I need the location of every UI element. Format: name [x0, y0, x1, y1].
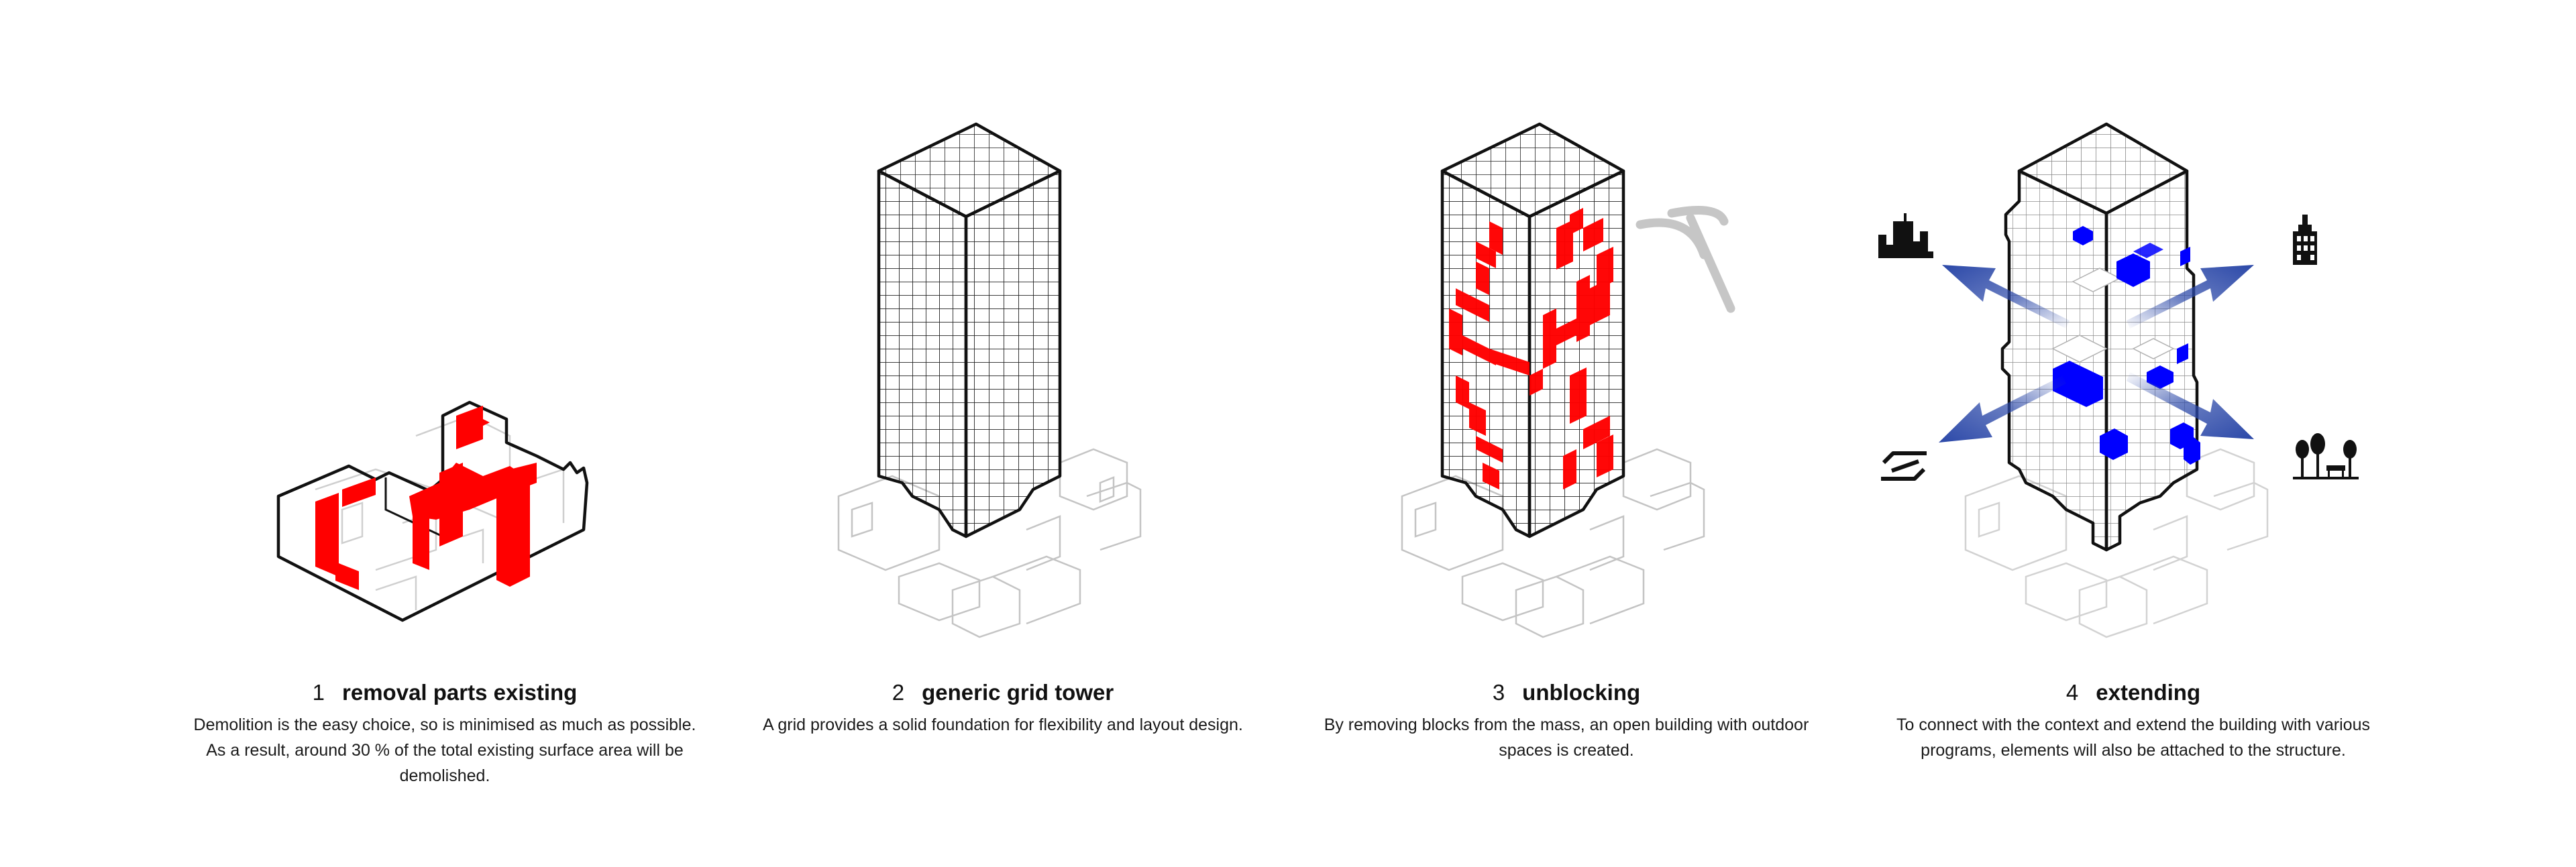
step-3-description: By removing blocks from the mass, an ope… — [1324, 715, 1809, 760]
step-3-title: unblocking — [1522, 680, 1641, 705]
step-1-heading: 1 removal parts existing — [190, 677, 700, 708]
step-1-description: Demolition is the easy choice, so is min… — [193, 715, 696, 785]
step-3-heading: 3 unblocking — [1311, 677, 1821, 708]
extending-tower — [1878, 122, 2359, 638]
step-3-number: 3 — [1492, 680, 1505, 705]
generic-grid-tower — [837, 122, 1142, 638]
step-2-description: A grid provides a solid foundation for f… — [763, 715, 1243, 734]
step-3-caption: 3 unblocking By removing blocks from the … — [1311, 677, 1821, 763]
step-2-caption: 2 generic grid tower A grid provides a so… — [748, 677, 1258, 738]
step-4-number: 4 — [2065, 680, 2079, 705]
step-4-title: extending — [2096, 680, 2201, 705]
unblocking-tower — [1401, 122, 1735, 638]
canal-house-icon — [2293, 215, 2317, 265]
city-skyline-icon — [1878, 213, 1933, 258]
pickaxe-icon — [1635, 206, 1735, 313]
step-1-number: 1 — [312, 680, 325, 705]
step-4-heading: 4 extending — [1878, 677, 2388, 708]
step-4-description: To connect with the context and extend t… — [1896, 715, 2370, 760]
park-trees-icon — [2293, 433, 2359, 479]
step-2-title: generic grid tower — [922, 680, 1114, 705]
step-1-caption: 1 removal parts existing Demolition is th… — [190, 677, 700, 789]
existing-building-removal — [276, 400, 589, 622]
step-4-caption: 4 extending To connect with the context a… — [1878, 677, 2388, 763]
step-2-number: 2 — [892, 680, 905, 705]
step-2-heading: 2 generic grid tower — [748, 677, 1258, 708]
step-1-title: removal parts existing — [342, 680, 578, 705]
train-logo-icon — [1881, 451, 1927, 481]
context-connection-arrows — [1939, 265, 2254, 443]
